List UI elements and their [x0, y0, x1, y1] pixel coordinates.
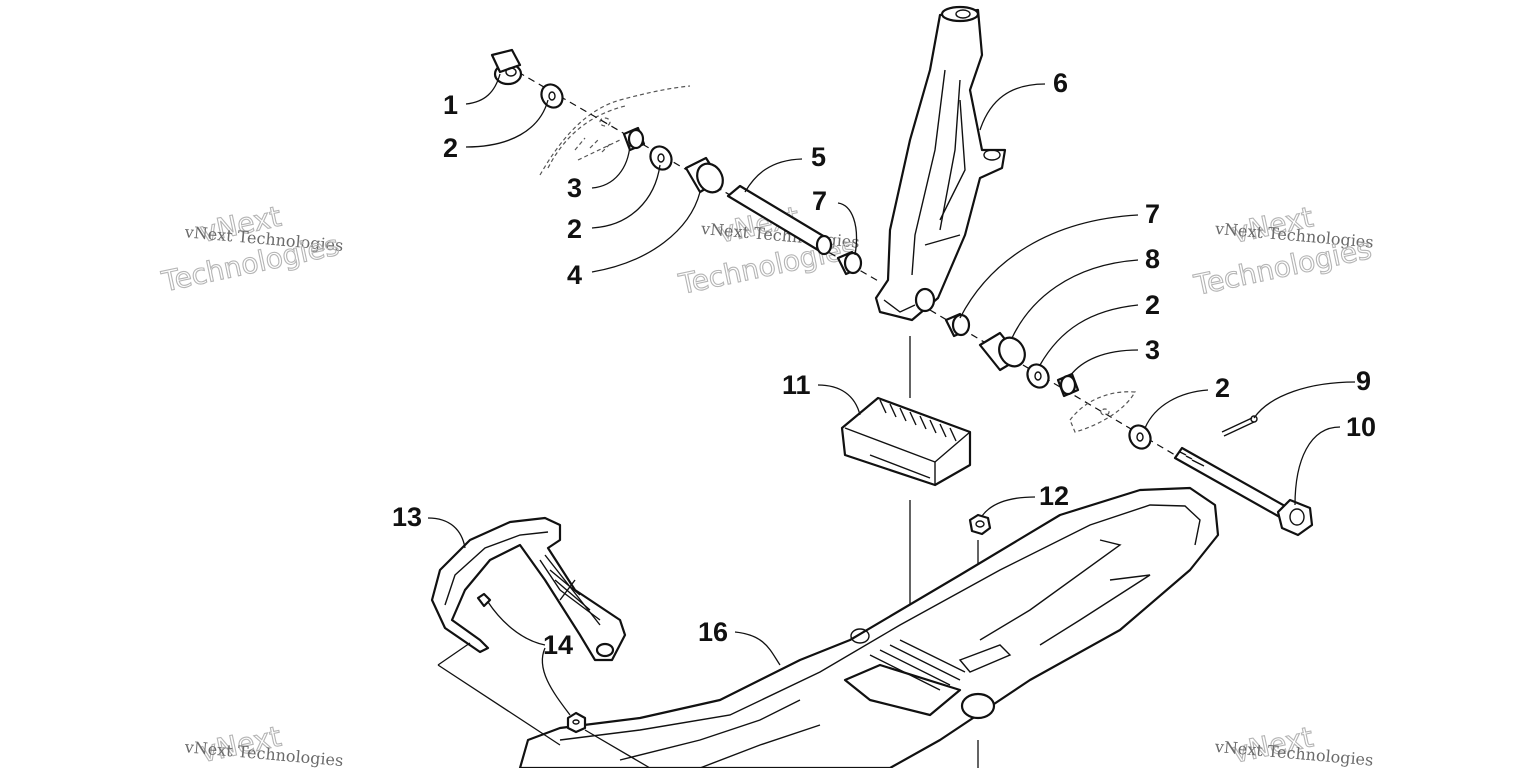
assembly-line-14-b: [437, 664, 561, 746]
callout-2-a: 2: [443, 133, 458, 163]
watermark-top-right: vNext vNext Technologies Technologies: [1190, 200, 1375, 303]
watermark-bottom-left: vNext vNext Technologies: [183, 719, 344, 768]
callout-3-b: 3: [1145, 335, 1160, 365]
callout-8: 8: [1145, 244, 1160, 274]
part-8-large-bushing: [978, 331, 1026, 372]
callout-6: 6: [1053, 68, 1068, 98]
callout-7-b: 7: [1145, 199, 1160, 229]
part-14-fastener-b: [566, 711, 587, 734]
part-4-large-bushing: [684, 156, 724, 194]
callout-13: 13: [392, 502, 422, 532]
watermark-bottom-right: vNext vNext Technologies: [1213, 720, 1374, 768]
part-2-washer-c: [1026, 363, 1050, 389]
part-2-washer-b: [649, 145, 673, 171]
part-3-bushing-a: [622, 126, 646, 152]
callout-14: 14: [543, 630, 573, 660]
spindle-phantom-outline: [539, 85, 691, 176]
callout-12: 12: [1039, 481, 1069, 511]
part-2-washer-a: [540, 83, 564, 109]
part-5-sleeve-tube: [726, 184, 833, 256]
callout-7-a: 7: [812, 186, 827, 216]
part-6-spindle: [874, 5, 1007, 322]
callout-16: 16: [698, 617, 728, 647]
part-3-bushing-b: [1056, 372, 1080, 398]
callout-3-a: 3: [567, 173, 582, 203]
callout-9: 9: [1356, 366, 1371, 396]
part-2-washer-d: [1128, 424, 1152, 450]
leader-lines: [427, 73, 1356, 716]
part-7-bushing-a: [836, 250, 863, 276]
callout-1: 1: [443, 90, 458, 120]
part-10-bolt: [1173, 446, 1314, 537]
watermark-top-left: vNext vNext Technologies Technologies: [158, 199, 344, 299]
callout-2-b: 2: [567, 214, 582, 244]
assembly-line-14-c: [584, 729, 651, 768]
callout-10: 10: [1346, 412, 1376, 442]
part-7-bushing-b: [944, 312, 971, 338]
part-13-ski-loop: [430, 516, 627, 662]
part-9-cotter-pin: [1221, 415, 1258, 437]
callout-4: 4: [567, 260, 582, 290]
assembly-line-14-a: [437, 642, 471, 666]
part-14-fastener-a: [476, 592, 492, 608]
callout-2-c: 2: [1145, 290, 1160, 320]
part-11-pad: [840, 396, 972, 487]
part-12-nut: [968, 513, 992, 536]
ski-bracket-phantom: [1069, 391, 1136, 433]
callout-labels: 1 2 3 2 4 5 7 6 7 8 2 3 2 9 10 11 12 13 …: [392, 68, 1376, 660]
callout-5: 5: [811, 142, 826, 172]
part-1-flange-nut: [490, 48, 523, 86]
part-16-ski: [518, 486, 1220, 768]
callout-2-d: 2: [1215, 373, 1230, 403]
callout-11: 11: [782, 370, 811, 400]
